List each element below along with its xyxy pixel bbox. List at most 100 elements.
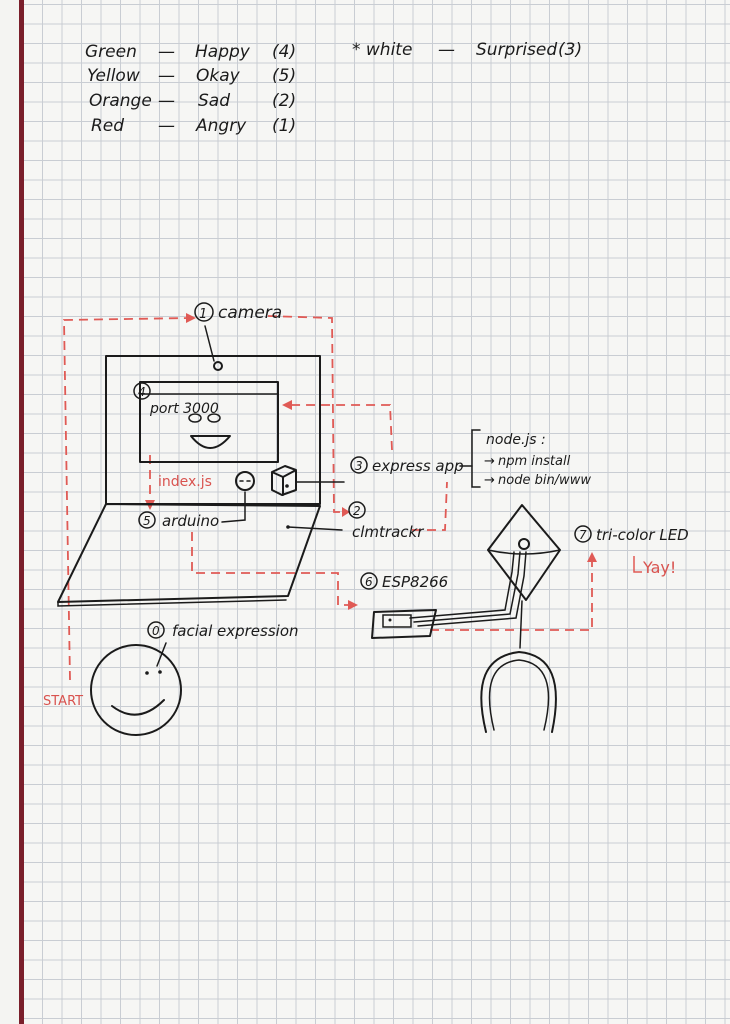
legend-code: (4) (272, 42, 296, 62)
legend-mood-okay: Okay (196, 66, 241, 86)
step-circle (133, 382, 151, 400)
step-circle (147, 621, 165, 639)
legend-dash: — (158, 91, 175, 111)
step-circle (574, 525, 592, 543)
port-label: port 3000 (149, 401, 219, 417)
esp-board-outline (371, 609, 437, 639)
esp-chip (382, 614, 412, 628)
notebook-binding (0, 0, 24, 1024)
led-step-number: 7 (579, 528, 587, 542)
flow-camera-to-clmtrackr (267, 315, 342, 513)
wire (413, 551, 521, 623)
flow-express-to-port (290, 404, 393, 451)
node-steps-note: node.js : → npm install → node bin/www (471, 429, 591, 488)
legend-code: (5) (272, 66, 296, 86)
step-circle (194, 302, 214, 322)
yay-tick (633, 556, 642, 573)
clmtrackr-step-number: 2 (353, 504, 361, 518)
legend-mood-surprised: Surprised (476, 40, 557, 60)
arrow-head (282, 400, 292, 410)
lantern-stem (519, 600, 523, 649)
wire (409, 551, 515, 619)
esp8266-label: ESP8266 (382, 573, 448, 591)
screen-face-mouth-icon (190, 435, 231, 449)
headband-inner (488, 659, 550, 731)
legend-color-white: * white (352, 40, 412, 60)
face-eye-icon (145, 671, 149, 675)
index-js-label: index.js (158, 474, 212, 490)
legend-color-orange: Orange (89, 91, 152, 111)
step-circle (350, 456, 368, 474)
screen-face-eye-icon (188, 413, 202, 423)
arrow-head (186, 313, 196, 323)
laptop (57, 325, 345, 607)
legend-color-red: Red (91, 116, 124, 136)
clmtrackr-dot (286, 525, 290, 529)
port-step-number: 4 (138, 385, 146, 399)
legend-dash: — (158, 116, 175, 136)
camera-pointer (204, 325, 215, 362)
arrow-head (342, 507, 350, 517)
data-flow-lines (63, 313, 597, 681)
face-step-number: 0 (152, 624, 160, 638)
laptop-base-edge (57, 599, 287, 607)
express-app-label: express app (372, 457, 464, 475)
webcam-lens-icon (213, 361, 223, 371)
camera-label: camera (218, 303, 282, 323)
flow-start-to-camera (63, 317, 191, 681)
tri-color-led-label: tri-color LED (596, 526, 689, 544)
legend-code: (3) (558, 40, 582, 60)
esp-chip-dot (388, 618, 392, 622)
legend-code: (2) (272, 91, 296, 111)
legend-dash: — (438, 40, 455, 60)
legend-dash: — (158, 66, 175, 86)
step-circle (360, 572, 378, 590)
arduino-step-number: 5 (143, 514, 151, 528)
face-eye-icon (158, 670, 162, 674)
camera-step-number: 1 (199, 307, 207, 322)
lantern-fold (487, 549, 561, 555)
arduino-logo-icon (235, 471, 255, 491)
component-labels: 1 camera 4 port 3000 3 express app 2 clm… (43, 302, 689, 709)
flow-clmtrackr-to-express (412, 481, 448, 531)
wire (417, 551, 527, 627)
legend-code: (1) (272, 116, 296, 136)
arrow-head (587, 552, 597, 562)
step-circle (138, 511, 156, 529)
browser-window (139, 381, 279, 463)
clmtrackr-pointer (287, 526, 343, 531)
user-face-drawing (90, 644, 182, 736)
legend-color-yellow: Yellow (87, 66, 140, 86)
esp-step-number: 6 (365, 575, 373, 589)
server-box-icon (271, 465, 297, 496)
headband-outer (480, 651, 557, 733)
face-outline (90, 644, 182, 736)
node-steps-bracket (471, 429, 481, 488)
color-mood-legend: Green — Happy (4) Yellow — Okay (5) Oran… (85, 40, 582, 136)
legend-mood-angry: Angry (195, 116, 247, 136)
legend-mood-sad: Sad (198, 91, 230, 111)
yay-label: Yay! (642, 558, 676, 577)
arduino-label: arduino (162, 512, 219, 530)
arduino-pointer (221, 491, 246, 523)
node-step-arrow: → (484, 473, 495, 488)
node-step-arrow: → (484, 454, 495, 469)
flow-esp-to-led (430, 560, 593, 631)
step-circle (348, 501, 366, 519)
flow-arduino-to-esp (191, 532, 350, 606)
legend-color-green: Green (85, 42, 137, 62)
node-step-node-bin-www: node bin/www (498, 473, 591, 488)
express-step-number: 3 (355, 459, 363, 473)
legend-dash: — (158, 42, 175, 62)
laptop-base (57, 503, 321, 603)
start-label: START (43, 694, 83, 709)
arrow-head (348, 600, 358, 610)
led-bulb-icon (518, 538, 530, 550)
node-step-npm-install: npm install (498, 454, 571, 469)
esp8266-board (371, 551, 527, 639)
facial-expression-label: facial expression (172, 622, 299, 640)
face-pointer (156, 642, 167, 667)
face-smile-icon (111, 699, 165, 716)
